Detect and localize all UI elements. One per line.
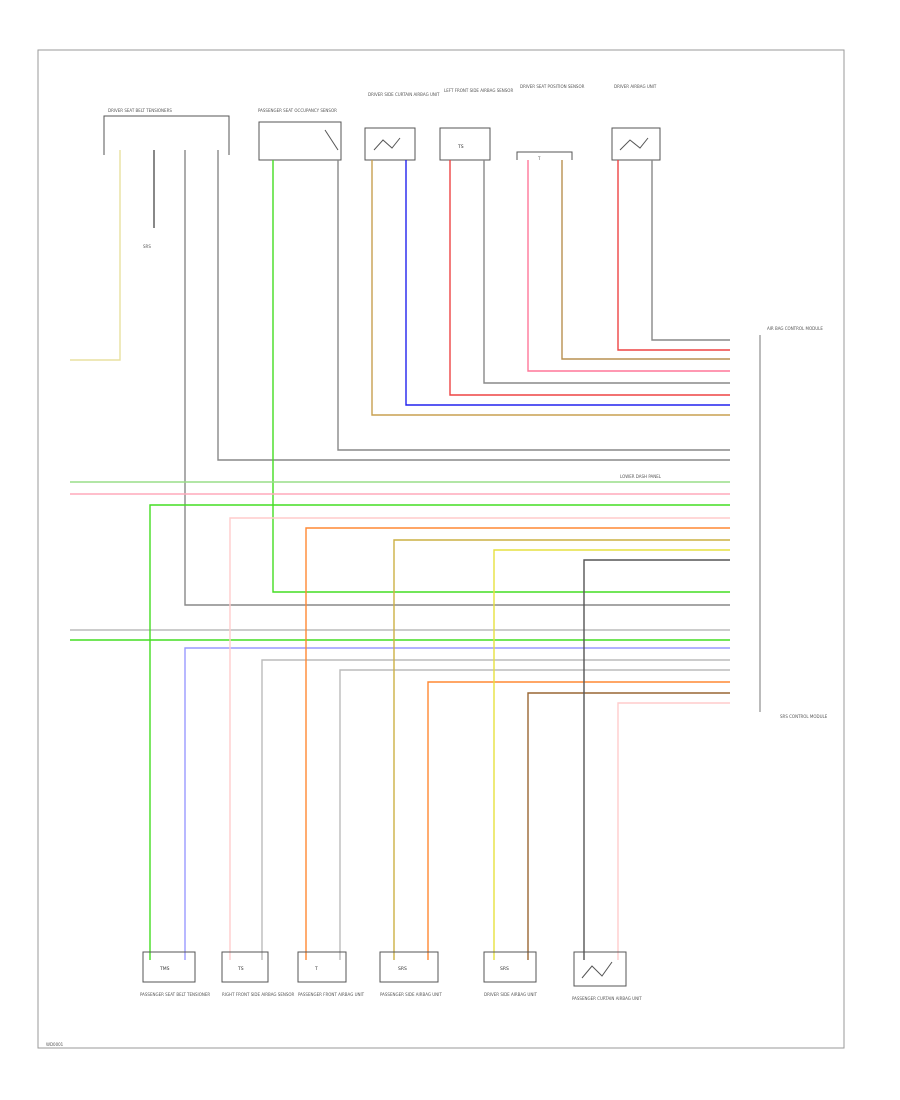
note-lower-dash: LOWER DASH PANEL (620, 474, 662, 479)
svg-text:T: T (537, 156, 541, 161)
svg-text:TS: TS (457, 144, 464, 150)
component-passenger-seat-occupancy-sensor: PASSENGER SEAT OCCUPANCY SENSOR (258, 108, 342, 161)
svg-text:TMS: TMS (159, 966, 170, 972)
component-label: RIGHT FRONT SIDE AIRBAG SENSOR (222, 992, 295, 997)
component-driver-seat-position-sensor: T DRIVER SEAT POSITION SENSOR (516, 84, 585, 161)
component-driver-airbag-unit: DRIVER AIRBAG UNIT (611, 84, 661, 161)
component-label: PASSENGER SEAT OCCUPANCY SENSOR (258, 108, 337, 113)
svg-text:SRS: SRS (398, 966, 407, 972)
svg-text:T: T (314, 966, 318, 972)
control-module-label: AIR BAG CONTROL MODULE (767, 326, 823, 331)
component-label: PASSENGER FRONT AIRBAG UNIT (298, 992, 365, 997)
component-label: DRIVER AIRBAG UNIT (614, 84, 657, 89)
diagram-frame (37, 49, 845, 1049)
component-left-front-side-airbag-sensor: TS LEFT FRONT SIDE AIRBAG SENSOR (439, 88, 513, 161)
wire-set (70, 150, 730, 960)
component-label: DRIVER SEAT POSITION SENSOR (520, 84, 585, 89)
component-passenger-front-airbag-unit: T PASSENGER FRONT AIRBAG UNIT (297, 951, 365, 997)
component-driver-side-airbag-unit: SRS DRIVER SIDE AIRBAG UNIT (483, 951, 538, 997)
component-label: DRIVER SIDE AIRBAG UNIT (484, 992, 538, 997)
control-module-connector: AIR BAG CONTROL MODULE SRS CONTROL MODUL… (620, 326, 828, 719)
component-label: PASSENGER SEAT BELT TENSIONER (140, 992, 210, 997)
component-right-front-side-airbag-sensor: TS RIGHT FRONT SIDE AIRBAG SENSOR (221, 951, 295, 997)
svg-text:TS: TS (237, 966, 244, 972)
note-srs: SRS (143, 244, 151, 249)
side-label: SRS CONTROL MODULE (780, 714, 828, 719)
component-label: DRIVER SIDE CURTAIN AIRBAG UNIT (368, 92, 440, 97)
component-label: LEFT FRONT SIDE AIRBAG SENSOR (444, 88, 513, 93)
component-front-seatbelt-tensioners: DRIVER SEAT BELT TENSIONERS (103, 108, 230, 155)
component-passenger-curtain-airbag-unit: PASSENGER CURTAIN AIRBAG UNIT (572, 951, 642, 1001)
svg-text:SRS: SRS (500, 966, 509, 972)
component-label: PASSENGER SIDE AIRBAG UNIT (380, 992, 442, 997)
component-passenger-seat-belt-tensioner: TMS PASSENGER SEAT BELT TENSIONER (140, 951, 210, 997)
component-label: PASSENGER CURTAIN AIRBAG UNIT (572, 996, 642, 1001)
component-label: DRIVER SEAT BELT TENSIONERS (108, 108, 172, 113)
component-passenger-side-airbag-unit: SRS PASSENGER SIDE AIRBAG UNIT (379, 951, 442, 997)
figure-code: WD0001 (46, 1042, 64, 1047)
component-driver-side-curtain-airbag-unit: DRIVER SIDE CURTAIN AIRBAG UNIT (364, 92, 440, 161)
